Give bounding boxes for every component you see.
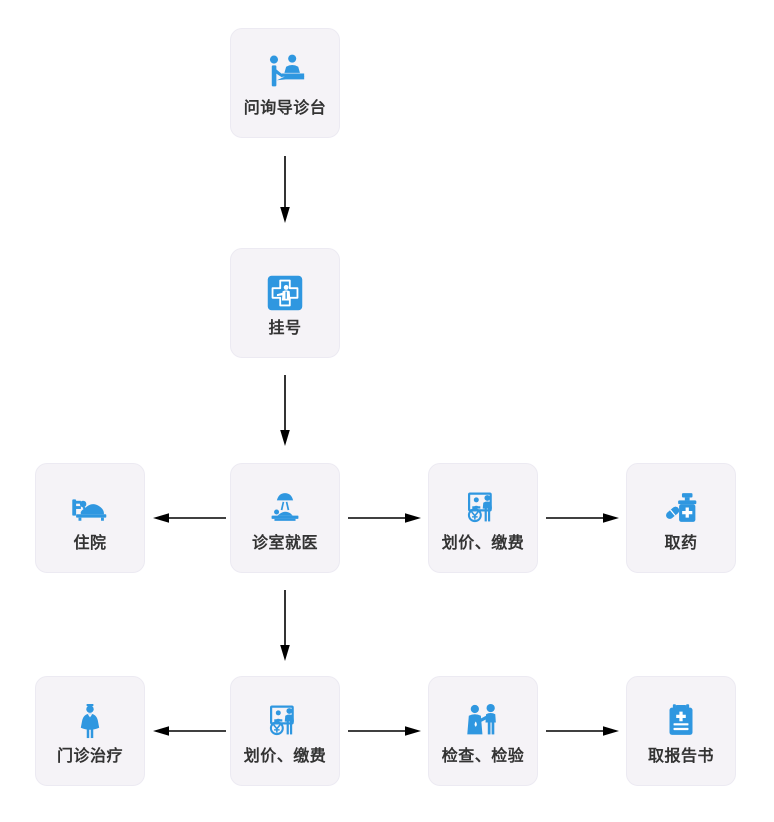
- node-consultation[interactable]: 诊室就医: [230, 463, 340, 573]
- node-label: 问询导诊台: [243, 100, 327, 118]
- node-payment-lower[interactable]: 划价、缴费: [230, 676, 340, 786]
- node-label: 诊室就医: [251, 535, 318, 553]
- node-label: 检查、检验: [441, 748, 525, 766]
- hospital-bed-icon: [67, 485, 113, 531]
- node-inpatient[interactable]: 住院: [35, 463, 145, 573]
- node-label: 划价、缴费: [441, 535, 525, 553]
- node-label: 门诊治疗: [56, 748, 123, 766]
- node-inquiry-desk[interactable]: 问询导诊台: [230, 28, 340, 138]
- inquiry-desk-icon: [262, 50, 308, 96]
- node-pharmacy[interactable]: 取药: [626, 463, 736, 573]
- node-label: 取药: [664, 535, 698, 553]
- connector-examination-to-report: [546, 724, 620, 738]
- node-outpatient-treatment[interactable]: 门诊治疗: [35, 676, 145, 786]
- medicine-bottle-icon: [658, 485, 704, 531]
- node-label: 挂号: [268, 320, 302, 338]
- node-examination[interactable]: 检查、检验: [428, 676, 538, 786]
- exam-table-lamp-icon: [262, 485, 308, 531]
- connector-payment-lower-to-examination: [348, 724, 422, 738]
- connector-inquiry-to-registration: [278, 156, 292, 224]
- nurse-figure-icon: [67, 698, 113, 744]
- clipboard-report-icon: [658, 698, 704, 744]
- node-label: 划价、缴费: [243, 748, 327, 766]
- connector-payment-upper-to-pharmacy: [546, 511, 620, 525]
- node-label: 取报告书: [647, 748, 714, 766]
- payment-counter-icon: [460, 485, 506, 531]
- connector-registration-to-consultation: [278, 375, 292, 447]
- node-report[interactable]: 取报告书: [626, 676, 736, 786]
- node-payment-upper[interactable]: 划价、缴费: [428, 463, 538, 573]
- examination-doctor-icon: [460, 698, 506, 744]
- payment-counter-icon: [262, 698, 308, 744]
- node-label: 住院: [73, 535, 107, 553]
- connector-consultation-to-inpatient: [152, 511, 226, 525]
- connector-consultation-to-payment-upper: [348, 511, 422, 525]
- registration-cross-icon: [262, 270, 308, 316]
- connector-consultation-to-payment-lower: [278, 590, 292, 662]
- node-registration[interactable]: 挂号: [230, 248, 340, 358]
- connector-payment-lower-to-outpatient-treatment: [152, 724, 226, 738]
